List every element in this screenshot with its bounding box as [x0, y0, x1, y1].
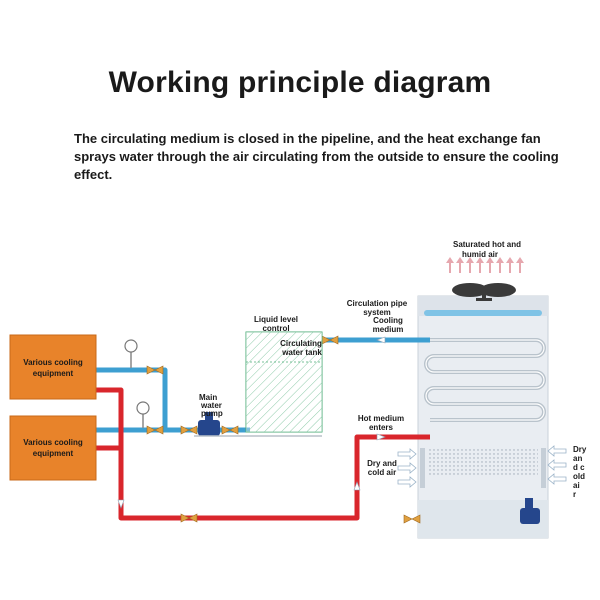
flow-arrows — [117, 336, 386, 509]
fan-icon — [452, 283, 516, 301]
intake-air-arrows-left — [397, 448, 417, 488]
liquid-level-control-label-1: Liquid level — [254, 315, 298, 324]
circulating-water-tank-label-1: Circulating — [280, 339, 322, 348]
cooling-medium-label-2: medium — [373, 325, 404, 334]
equipment-1-label-1: Various cooling — [23, 358, 83, 367]
valve-icon — [146, 335, 421, 524]
saturated-air-label-2: humid air — [462, 250, 498, 259]
exhaust-air-arrows — [446, 257, 524, 273]
dry-cold-air-right-label-2: an — [573, 454, 582, 463]
intake-air-arrows-right — [547, 445, 567, 485]
circulating-water-tank — [194, 331, 323, 437]
equipment-2-label-2: equipment — [33, 449, 74, 458]
page-title: Working principle diagram — [108, 66, 492, 99]
pressure-gauge-icon — [124, 339, 138, 368]
main-water-pump-label-1: Main — [199, 393, 217, 402]
cooling-tower — [417, 257, 549, 539]
pressure-gauge-icon — [136, 401, 150, 428]
equipment-1-label-2: equipment — [33, 369, 74, 378]
cooling-equipment-1: Various cooling equipment — [9, 334, 97, 400]
dry-cold-air-right-label-5: ai — [573, 481, 580, 490]
hot-pipe-network — [96, 387, 430, 521]
dry-cold-air-left-label-1: Dry and — [367, 459, 397, 468]
description-text: The circulating medium is closed in the … — [74, 131, 559, 182]
spray-header — [424, 310, 542, 316]
fill-media — [428, 448, 538, 476]
dry-cold-air-right-label-6: r — [573, 490, 576, 499]
dry-cold-air-right-label-3: d c — [573, 463, 585, 472]
circulation-pipe-system-label-1: Circulation pipe — [347, 299, 408, 308]
main-water-pump-label-2: water — [200, 401, 222, 410]
cooling-equipment-2: Various cooling equipment — [9, 415, 97, 481]
tower-pump-icon — [520, 498, 540, 524]
equipment-2-label-1: Various cooling — [23, 438, 83, 447]
dry-cold-air-right-label-1: Dry — [573, 445, 587, 454]
circulation-pipe-system-label-2: system — [363, 308, 391, 317]
hot-medium-enters-label-1: Hot medium — [358, 414, 404, 423]
circulating-water-tank-label-2: water tank — [281, 348, 322, 357]
dry-cold-air-left-label-2: cold air — [368, 468, 396, 477]
main-water-pump-icon — [198, 412, 220, 436]
cooling-medium-label-1: Cooling — [373, 316, 403, 325]
liquid-level-control-label-2: control — [262, 324, 289, 333]
hot-medium-enters-label-2: enters — [369, 423, 394, 432]
main-water-pump-label-3: pump — [201, 409, 223, 418]
saturated-air-label-1: Saturated hot and — [453, 240, 521, 249]
dry-cold-air-right-label-4: old — [573, 472, 585, 481]
